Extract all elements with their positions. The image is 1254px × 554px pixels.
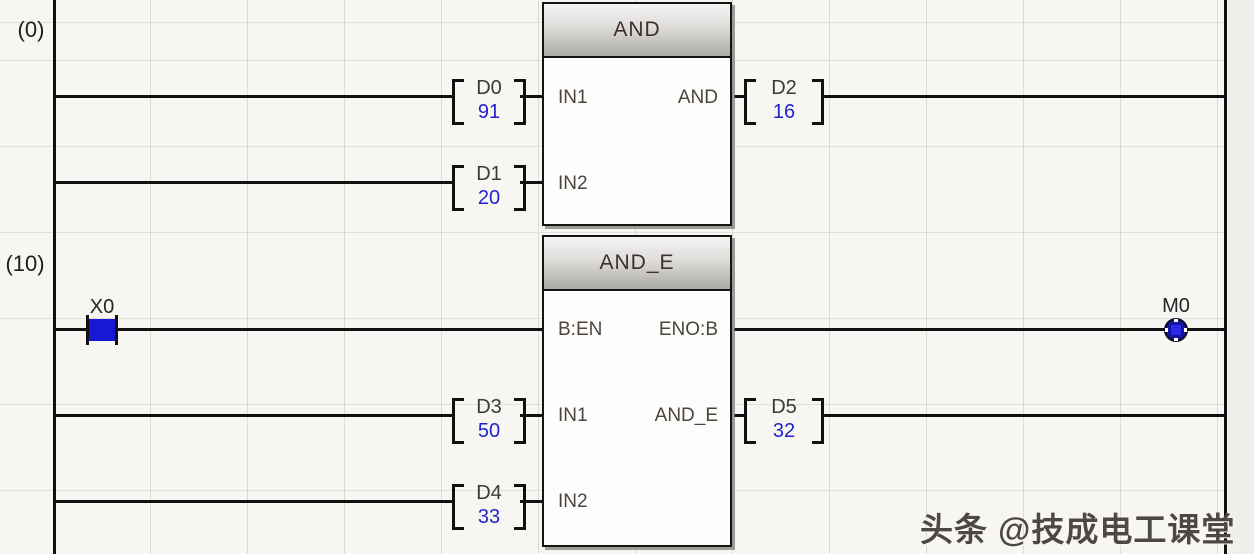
wire-n1-out bbox=[823, 95, 1224, 98]
wire-n2-in2 bbox=[56, 500, 455, 503]
operand-d5[interactable]: D5 32 bbox=[744, 396, 824, 444]
operand-value: 33 bbox=[477, 506, 501, 528]
operand-d0[interactable]: D0 91 bbox=[452, 77, 526, 125]
close-bracket-icon bbox=[514, 79, 526, 125]
operand-d3[interactable]: D3 50 bbox=[452, 396, 526, 444]
pin-in2-label: IN2 bbox=[558, 491, 588, 512]
operand-device: D5 bbox=[771, 396, 797, 418]
operand-device: D1 bbox=[476, 163, 502, 185]
contact-bar-icon bbox=[86, 315, 89, 345]
close-bracket-icon bbox=[812, 398, 824, 444]
wire-n2-out bbox=[823, 414, 1224, 417]
wire-n1-in1 bbox=[56, 95, 455, 98]
coil-tick bbox=[1174, 319, 1178, 322]
wire-n2-in2-stub bbox=[520, 500, 542, 503]
wire-n1-in2 bbox=[56, 181, 455, 184]
operand-device: D2 bbox=[771, 77, 797, 99]
wire-n2-out-stub bbox=[734, 414, 747, 417]
function-block-and-title: AND bbox=[544, 4, 730, 58]
pin-and-e-output-label: AND_E bbox=[654, 405, 718, 426]
wire-n2-en bbox=[56, 328, 542, 331]
wire-n1-in2-stub bbox=[520, 181, 542, 184]
operand-value: 91 bbox=[477, 101, 501, 123]
coil-tick bbox=[1174, 338, 1178, 341]
operand-value: 16 bbox=[772, 101, 796, 123]
open-bracket-icon bbox=[744, 79, 756, 125]
operand-d4[interactable]: D4 33 bbox=[452, 482, 526, 530]
network2-step-label: (10) bbox=[5, 251, 45, 276]
function-block-and-e[interactable]: AND_E B:EN ENO:B IN1 AND_E IN2 bbox=[542, 235, 732, 547]
pin-en-label: B:EN bbox=[558, 319, 603, 340]
operand-value: 20 bbox=[477, 187, 501, 209]
pin-in2-label: IN2 bbox=[558, 173, 588, 194]
open-bracket-icon bbox=[452, 165, 464, 211]
function-block-and-e-title: AND_E bbox=[544, 237, 730, 291]
coil-m0-label: M0 bbox=[1162, 295, 1190, 317]
operand-value: 32 bbox=[772, 420, 796, 442]
open-bracket-icon bbox=[452, 484, 464, 530]
contact-x0[interactable] bbox=[86, 315, 118, 345]
contact-on-state-fill bbox=[89, 319, 115, 341]
coil-m0[interactable] bbox=[1164, 318, 1188, 342]
wire-n2-eno bbox=[734, 328, 1224, 331]
operand-device: D4 bbox=[476, 482, 502, 504]
open-bracket-icon bbox=[452, 398, 464, 444]
open-bracket-icon bbox=[744, 398, 756, 444]
open-bracket-icon bbox=[452, 79, 464, 125]
coil-on-state-fill bbox=[1171, 325, 1181, 335]
watermark-text: 头条 @技成电工课堂 bbox=[920, 511, 1236, 548]
pin-in1-label: IN1 bbox=[558, 87, 588, 108]
operand-device: D0 bbox=[476, 77, 502, 99]
left-power-rail bbox=[53, 0, 56, 554]
operand-d1[interactable]: D1 20 bbox=[452, 163, 526, 211]
coil-tick bbox=[1165, 328, 1168, 332]
wire-n2-in1 bbox=[56, 414, 455, 417]
pin-and-output-label: AND bbox=[677, 87, 718, 108]
right-margin bbox=[1228, 0, 1254, 554]
wire-n1-out-stub bbox=[734, 95, 747, 98]
pin-in1-label: IN1 bbox=[558, 405, 588, 426]
coil-tick bbox=[1184, 328, 1187, 332]
close-bracket-icon bbox=[514, 398, 526, 444]
pin-eno-label: ENO:B bbox=[658, 319, 718, 340]
wire-n1-in1-stub bbox=[520, 95, 542, 98]
operand-value: 50 bbox=[477, 420, 501, 442]
close-bracket-icon bbox=[812, 79, 824, 125]
right-power-rail bbox=[1224, 0, 1227, 554]
contact-x0-label: X0 bbox=[89, 296, 115, 318]
operand-d2[interactable]: D2 16 bbox=[744, 77, 824, 125]
close-bracket-icon bbox=[514, 165, 526, 211]
contact-bar-icon bbox=[115, 315, 118, 345]
close-bracket-icon bbox=[514, 484, 526, 530]
function-block-and[interactable]: AND IN1 AND IN2 bbox=[542, 2, 732, 226]
network1-step-label: (0) bbox=[17, 17, 45, 42]
operand-device: D3 bbox=[476, 396, 502, 418]
wire-n2-in1-stub bbox=[520, 414, 542, 417]
